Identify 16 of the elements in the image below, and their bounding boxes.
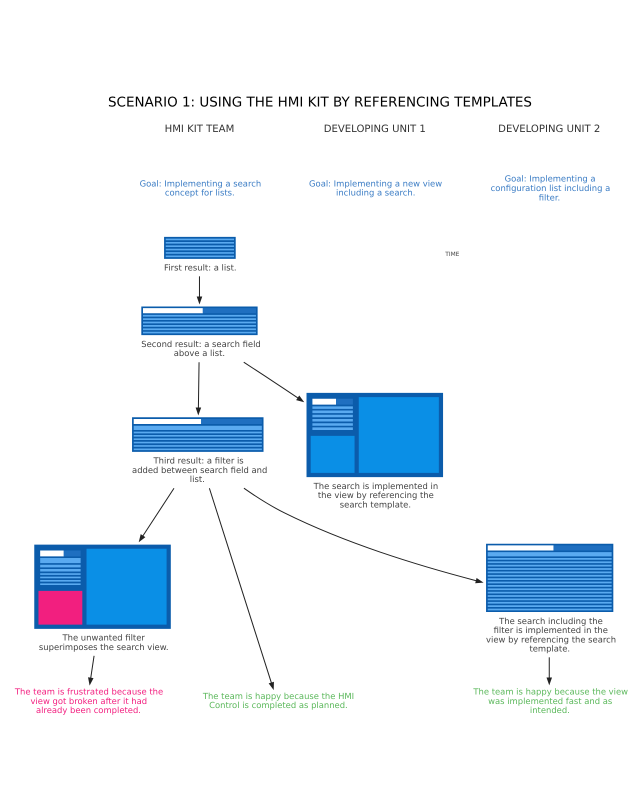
node-text: The team is frustrated because the view got broken after it had already been completed. [14, 686, 164, 715]
label: Goal: Implementing a new view including a search. [309, 178, 442, 198]
node-text: The team is happy because the view was implemented fast and as intended. [473, 686, 628, 715]
node-label: Second result: a search field above a list. [141, 338, 261, 358]
node-label: The unwanted filter superimposes the search view. [38, 632, 169, 652]
node-text: The team is happy because the HMI Control is completed as planned. [202, 690, 354, 710]
label: Goal: Implementing a configuration list including a filter. [490, 173, 610, 202]
node-label: Third result: a filter is added between search field and list. [132, 455, 268, 484]
label: Goal: Implementing a search concept for lists. [140, 178, 262, 198]
node-label: The search is implemented in the view by referencing the search template. [314, 480, 438, 509]
diagram-title: SCENARIO 1: USING THE HMI KIT BY REFERENCING TEMPLATES [108, 94, 532, 110]
label: HMI KIT TEAM [164, 124, 234, 135]
label: DEVELOPING UNIT 2 [498, 124, 600, 135]
label: DEVELOPING UNIT 1 [324, 124, 426, 135]
node-label: First result: a list. [164, 262, 237, 272]
node-label: The search including the filter is implemented in the view by referencing the search template. [486, 615, 616, 654]
